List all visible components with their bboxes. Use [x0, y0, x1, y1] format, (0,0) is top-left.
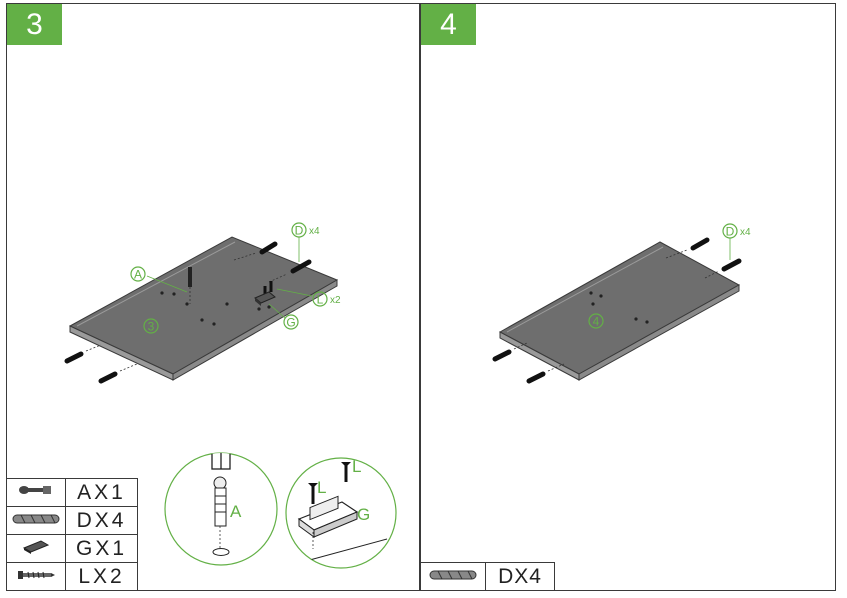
dowel-icon — [492, 237, 742, 384]
catch-icon — [254, 291, 276, 306]
detail-cam-bolt: A — [164, 452, 278, 566]
svg-text:G: G — [286, 316, 295, 330]
board-number-circle — [588, 313, 604, 329]
callout-screw: L x2 — [312, 291, 341, 307]
board-panel-3 — [68, 236, 339, 381]
callout-catch: G — [283, 314, 299, 330]
dowel-icon — [64, 241, 312, 384]
board-number-label: 3 — [148, 320, 155, 334]
step-4-illustration: 4 D x4 — [492, 223, 751, 384]
step-number-badge: 3 — [7, 4, 62, 45]
step-3-panel: 3 3 — [6, 3, 420, 591]
detail-catch: L L G — [285, 457, 397, 569]
parts-row: DX4 — [6, 506, 138, 535]
detail-screw-letter-1: L — [317, 478, 326, 497]
parts-row: AX1 — [6, 478, 138, 507]
svg-text:L: L — [317, 293, 324, 307]
svg-text:x4: x4 — [309, 226, 320, 237]
parts-list: DX4 — [420, 562, 555, 591]
svg-text:A: A — [134, 268, 142, 282]
cam-bolt-icon — [19, 486, 51, 494]
callout-cam-bolt: A — [130, 266, 146, 282]
part-label: AX1 — [65, 478, 138, 507]
parts-row: LX2 — [6, 562, 138, 591]
dowel-icon — [429, 570, 477, 579]
parts-list: AX1 DX4 GX1 — [6, 478, 138, 591]
part-label: LX2 — [65, 562, 138, 591]
parts-row: GX1 — [6, 534, 138, 563]
catch-icon — [22, 540, 50, 554]
svg-text:x2: x2 — [330, 295, 341, 306]
parts-row: DX4 — [420, 562, 555, 591]
screw-icon — [18, 570, 55, 579]
board-number-circle — [143, 318, 159, 334]
svg-text:x4: x4 — [740, 227, 751, 238]
cam-bolt-icon — [188, 267, 192, 304]
detail-cam-letter: A — [230, 502, 242, 521]
svg-text:D: D — [726, 225, 735, 239]
svg-text:D: D — [295, 224, 304, 238]
dowel-icon — [12, 514, 60, 523]
detail-screw-letter-2: L — [352, 457, 361, 476]
callout-dowel: D x4 — [722, 223, 751, 239]
board-panel-4 — [498, 241, 741, 381]
board-number-label: 4 — [593, 315, 600, 329]
step-number-badge: 4 — [421, 4, 476, 45]
part-label: DX4 — [485, 562, 555, 591]
callout-dowel: D x4 — [291, 222, 320, 238]
detail-catch-letter: G — [357, 505, 370, 524]
step-3-illustration: 3 — [64, 222, 397, 569]
part-label: DX4 — [65, 506, 138, 535]
step-4-panel: 4 4 D x4 — [420, 3, 836, 591]
part-label: GX1 — [65, 534, 138, 563]
